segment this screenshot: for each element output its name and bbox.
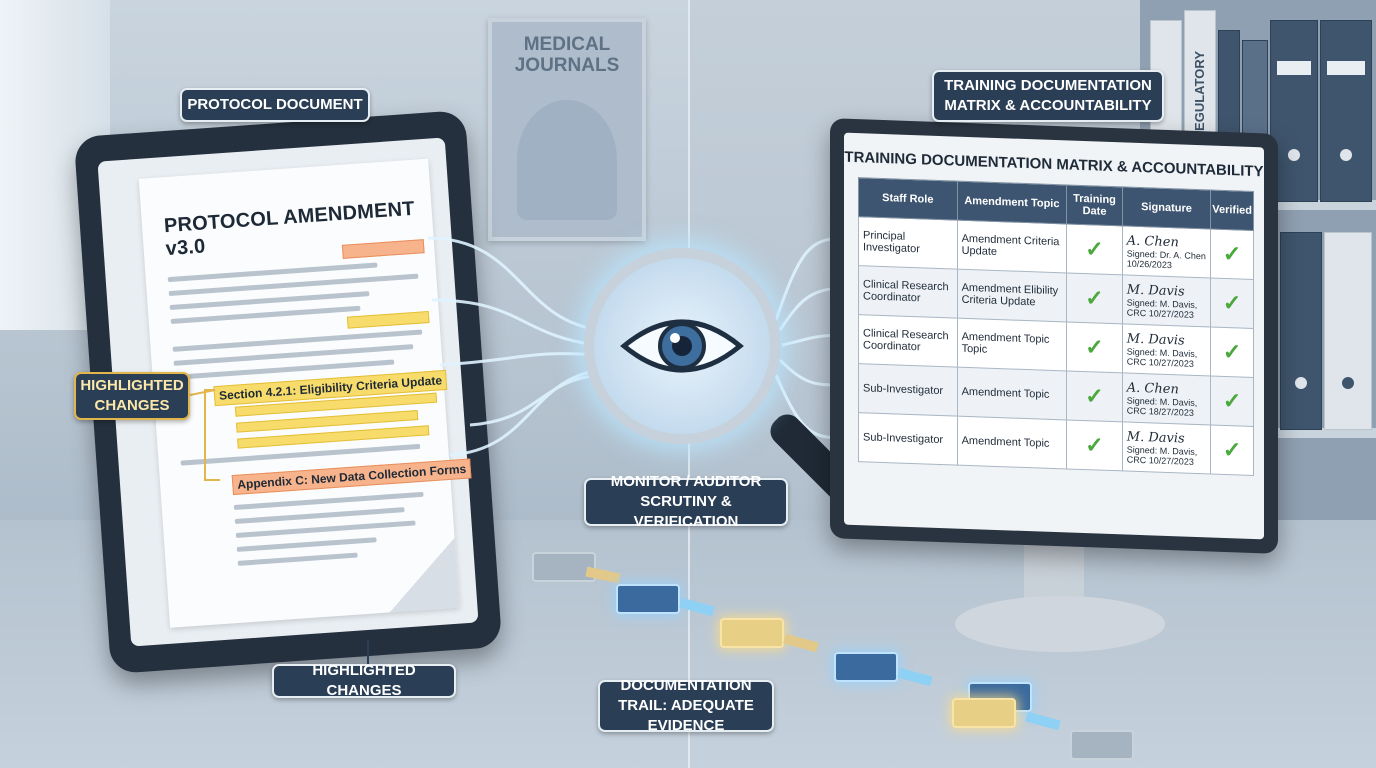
appendix-highlight: Appendix C: New Data Collection Forms [231, 458, 472, 496]
trail-block [952, 698, 1016, 728]
binder-hole [1342, 377, 1354, 389]
signature-text: Signed: M. Davis, CRC 10/27/2023 [1126, 346, 1198, 369]
text-line [235, 520, 416, 538]
cell-role: Clinical Research Coordinator [858, 314, 958, 368]
highlighted-changes-side-label: HIGHLIGHTED CHANGES [74, 372, 190, 420]
text-line [180, 443, 421, 466]
highlight-yellow [346, 310, 430, 329]
medical-journals-poster: MEDICAL JOURNALS [488, 18, 646, 241]
binder-hole [1288, 149, 1300, 161]
check-icon: ✓ [1210, 277, 1254, 329]
text-line [236, 537, 377, 552]
header-training-date: Training Date [1066, 184, 1123, 226]
cell-topic: Amendment Topic [957, 416, 1067, 469]
header-verified: Verified [1210, 189, 1254, 231]
cell-role: Sub-Investigator [858, 412, 958, 466]
cell-topic: Amendment Topic [957, 367, 1067, 420]
text-line [237, 552, 358, 566]
eye-icon [620, 319, 744, 373]
check-icon: ✓ [1066, 370, 1123, 422]
trail-block [532, 552, 596, 582]
check-icon: ✓ [1066, 321, 1123, 373]
check-icon: ✓ [1066, 272, 1123, 324]
monitor-auditor-label: MONITOR / AUDITOR SCRUTINY & VERIFICATIO… [584, 473, 788, 530]
cell-topic: Amendment Elibility Criteria Update [957, 269, 1067, 322]
poster-illustration [517, 100, 617, 220]
text-line [234, 507, 405, 525]
check-icon: ✓ [1210, 228, 1254, 280]
text-line [170, 305, 361, 324]
header-signature: Signature [1122, 186, 1211, 229]
binder-hole [1295, 377, 1307, 389]
cell-topic: Amendment Criteria Update [957, 220, 1067, 273]
binder-hole [1340, 149, 1352, 161]
check-icon: ✓ [1210, 424, 1254, 476]
poster-title: MEDICAL JOURNALS [514, 34, 620, 76]
check-icon: ✓ [1210, 375, 1254, 427]
protocol-document-label: PROTOCOL DOCUMENT [180, 88, 370, 122]
binder [1270, 20, 1318, 202]
binder-label-blank [1277, 61, 1311, 75]
signature-text: Signed: M. Davis, CRC 10/27/2023 [1126, 297, 1198, 320]
trail-block [834, 652, 898, 682]
monitor-screen: TRAINING DOCUMENTATION MATRIX & ACCOUNTA… [844, 132, 1264, 540]
header-staff-role: Staff Role [858, 177, 958, 221]
matrix-title: TRAINING DOCUMENTATION MATRIX & ACCOUNTA… [844, 148, 1264, 181]
signature-text: Signed: Dr. A. Chen 10/26/2023 [1126, 248, 1206, 270]
cell-topic: Amendment Topic Topic [957, 318, 1067, 371]
cell-role: Principal Investigator [858, 216, 958, 270]
page-curl [384, 537, 460, 613]
signature-text: Signed: M. Davis, CRC 10/27/2023 [1126, 444, 1198, 467]
cell-role: Sub-Investigator [858, 363, 958, 417]
monitor-base [955, 596, 1165, 652]
binder [1324, 232, 1372, 430]
trail-block [616, 584, 680, 614]
signature-text: Signed: M. Davis, CRC 18/27/2023 [1126, 395, 1198, 418]
binder-label-blank [1327, 61, 1365, 75]
check-icon: ✓ [1066, 419, 1123, 471]
training-matrix-table: Staff Role Amendment Topic Training Date… [858, 177, 1254, 476]
binder [1280, 232, 1322, 430]
documentation-trail-label: DOCUMENTATION TRAIL: ADEQUATE EVIDENCE [598, 677, 774, 734]
highlighted-changes-bottom-label: HIGHLIGHTED CHANGES [272, 662, 456, 699]
magnifying-glass [584, 248, 780, 444]
check-icon: ✓ [1066, 223, 1123, 275]
check-icon: ✓ [1210, 326, 1254, 378]
binder-label: REGULATORY [1192, 51, 1207, 141]
cell-role: Clinical Research Coordinator [858, 265, 958, 319]
trail-block [720, 618, 784, 648]
monitor: TRAINING DOCUMENTATION MATRIX & ACCOUNTA… [830, 118, 1278, 554]
training-matrix-label: TRAINING DOCUMENTATION MATRIX & ACCOUNTA… [932, 70, 1164, 122]
trail-block [1070, 730, 1134, 760]
header-amendment-topic: Amendment Topic [957, 181, 1067, 224]
binder [1320, 20, 1372, 202]
